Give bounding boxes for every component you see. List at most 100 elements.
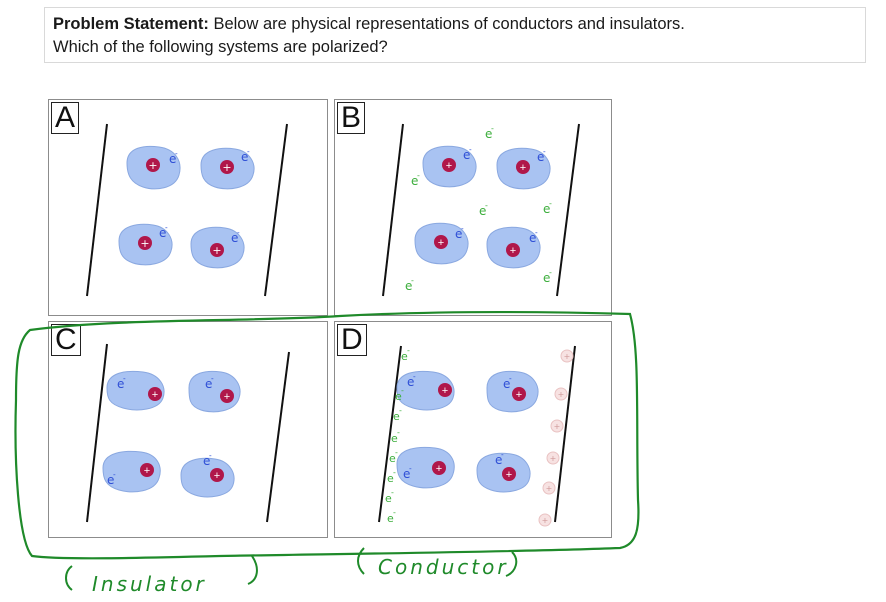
svg-text:-: -	[237, 228, 240, 237]
atom: + e-	[396, 370, 455, 411]
svg-text:e: e	[543, 202, 550, 216]
panel-b: + e- + e- + e- + e- e- e- e- e- e- e- B	[334, 99, 612, 316]
svg-text:+: +	[222, 161, 231, 174]
svg-text:-: -	[417, 171, 420, 180]
svg-text:+: +	[446, 160, 452, 172]
atom: + e-	[118, 223, 173, 266]
free-electrons: e- e- e- e- e- e-	[405, 124, 552, 293]
insulator-bracket-left	[65, 565, 73, 591]
svg-text:-: -	[165, 223, 168, 232]
svg-text:-: -	[393, 468, 396, 477]
atom: + e-	[102, 450, 161, 493]
positive-ions: + + + + + +	[538, 349, 574, 527]
problem-label: Problem Statement:	[53, 15, 209, 33]
svg-text:-: -	[391, 488, 394, 497]
atom: + e-	[126, 145, 181, 190]
insulator-bracket-right	[247, 555, 258, 585]
svg-text:e: e	[231, 231, 238, 245]
svg-text:+: +	[554, 422, 561, 431]
svg-text:+: +	[152, 389, 158, 401]
svg-text:e: e	[169, 152, 176, 166]
conductor-annotation: Conductor	[378, 555, 509, 579]
panel-d-label: D	[337, 324, 367, 356]
svg-text:+: +	[558, 390, 565, 399]
svg-text:-: -	[549, 268, 552, 277]
svg-text:-: -	[549, 199, 552, 208]
svg-text:-: -	[501, 450, 504, 459]
svg-text:-: -	[461, 224, 464, 233]
svg-text:e: e	[405, 279, 412, 293]
svg-text:e: e	[411, 174, 418, 188]
svg-text:+: +	[224, 391, 230, 403]
panel-c: + e- + e- + e- + e- C	[48, 321, 328, 538]
insulator-annotation: Insulator	[92, 572, 207, 596]
svg-text:+: +	[436, 463, 442, 475]
svg-text:e: e	[241, 150, 248, 164]
svg-text:+: +	[214, 470, 220, 482]
svg-text:+: +	[564, 352, 571, 361]
atom: + e-	[106, 370, 165, 411]
svg-text:-: -	[395, 448, 398, 457]
panel-d-drawing: + e- + e- + e- + e- e- e- e- e- e- e- e-…	[378, 345, 576, 527]
svg-text:+: +	[510, 245, 516, 257]
svg-text:+: +	[442, 385, 448, 397]
atom: + e-	[188, 370, 241, 413]
atom: + e-	[496, 147, 551, 190]
svg-text:+: +	[542, 516, 549, 525]
atom: + e-	[190, 226, 245, 269]
panel-c-drawing: + e- + e- + e- + e-	[86, 343, 290, 523]
svg-text:e: e	[159, 226, 166, 240]
panel-a-label: A	[51, 102, 80, 134]
svg-text:+: +	[520, 162, 526, 174]
svg-text:-: -	[401, 386, 404, 395]
svg-text:-: -	[209, 451, 212, 460]
svg-text:+: +	[212, 244, 221, 257]
panel-a-drawing: + e- + e- + e- + e-	[86, 123, 288, 297]
svg-text:-: -	[113, 470, 116, 479]
svg-text:+: +	[550, 454, 557, 463]
svg-text:-: -	[543, 147, 546, 156]
panel-b-label: B	[337, 102, 366, 134]
svg-text:-: -	[211, 374, 214, 383]
atom: + e-	[396, 446, 455, 489]
svg-text:+: +	[506, 469, 512, 481]
svg-text:-: -	[413, 372, 416, 381]
svg-text:+: +	[438, 237, 444, 249]
problem-question: Which of the following systems are polar…	[53, 38, 388, 56]
svg-text:-: -	[485, 201, 488, 210]
atom: + e-	[476, 450, 531, 493]
svg-text:+: +	[546, 484, 553, 493]
svg-text:e: e	[543, 271, 550, 285]
atom: + e-	[200, 147, 255, 190]
atom: + e-	[486, 226, 541, 269]
svg-text:-: -	[491, 124, 494, 133]
conductor-bracket-left	[357, 547, 365, 575]
svg-text:-: -	[247, 147, 250, 156]
svg-text:e: e	[455, 227, 462, 241]
atom: + e-	[414, 222, 469, 265]
svg-text:e: e	[463, 148, 470, 162]
svg-text:-: -	[411, 276, 414, 285]
svg-text:-: -	[399, 406, 402, 415]
atom: + e-	[180, 451, 235, 498]
svg-text:-: -	[393, 508, 396, 517]
panel-b-drawing: + e- + e- + e- + e- e- e- e- e- e- e-	[382, 123, 580, 297]
svg-text:e: e	[485, 127, 492, 141]
svg-text:-: -	[407, 346, 410, 355]
svg-text:-: -	[409, 464, 412, 473]
svg-text:e: e	[529, 231, 536, 245]
svg-text:+: +	[140, 237, 149, 250]
svg-text:e: e	[537, 150, 544, 164]
svg-text:+: +	[144, 465, 150, 477]
svg-text:-: -	[509, 374, 512, 383]
svg-text:-: -	[535, 228, 538, 237]
svg-text:-: -	[175, 149, 178, 158]
panel-d: + e- + e- + e- + e- e- e- e- e- e- e- e-…	[334, 321, 612, 538]
svg-text:+: +	[148, 159, 157, 172]
svg-text:-: -	[123, 374, 126, 383]
atom: + e-	[486, 370, 539, 413]
panel-a: + e- + e- + e- + e- A	[48, 99, 328, 316]
panel-c-label: C	[51, 324, 81, 356]
svg-text:e: e	[479, 204, 486, 218]
svg-text:-: -	[397, 428, 400, 437]
